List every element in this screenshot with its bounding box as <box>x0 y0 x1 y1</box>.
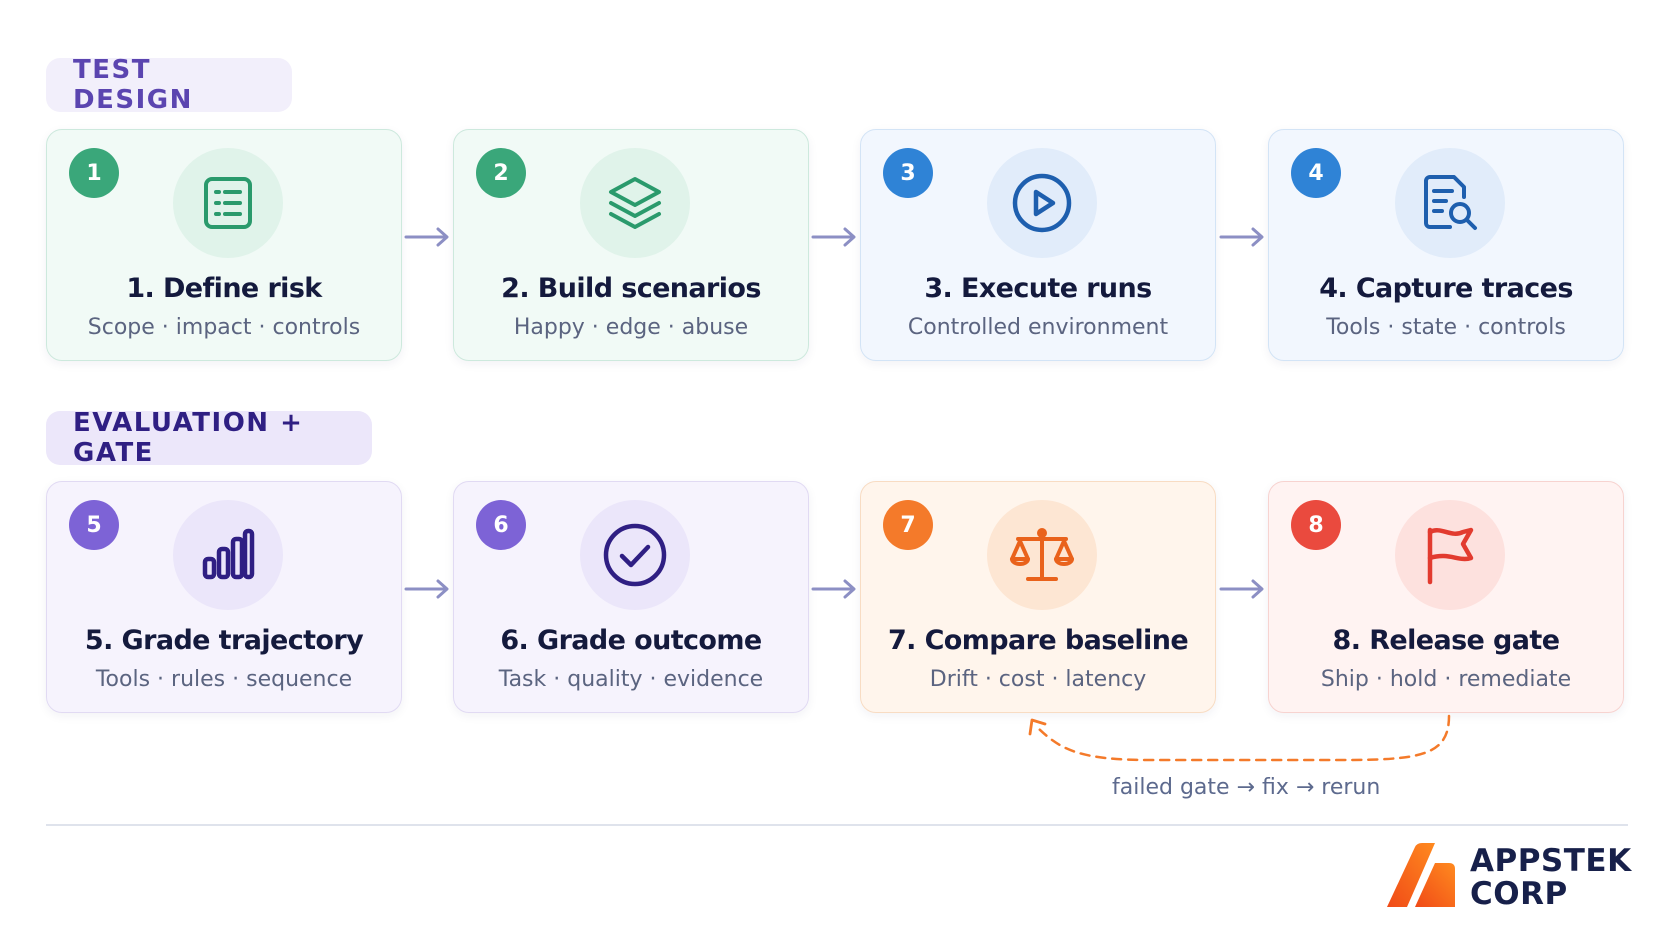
step-title: 7. Compare baseline <box>887 625 1189 656</box>
step-badge: 7 <box>883 500 933 550</box>
step-subtitle: Tools · state · controls <box>1326 315 1566 340</box>
scales-icon <box>987 500 1097 610</box>
step-subtitle: Controlled environment <box>907 315 1169 340</box>
step-card-release-gate: 8 8. Release gate Ship · hold · remediat… <box>1268 481 1624 713</box>
step-subtitle: Ship · hold · remediate <box>1320 667 1572 692</box>
step-subtitle: Happy · edge · abuse <box>513 315 749 340</box>
step-badge: 1 <box>69 148 119 198</box>
step-badge: 2 <box>476 148 526 198</box>
step-subtitle: Task · quality · evidence <box>498 667 764 692</box>
flow-arrow-icon <box>404 579 449 599</box>
step-subtitle: Drift · cost · latency <box>929 667 1147 692</box>
logo-line-1: APPSTEK <box>1470 843 1632 879</box>
flow-arrow-icon <box>811 579 856 599</box>
step-badge: 5 <box>69 500 119 550</box>
section-label-evaluation-gate: EVALUATION + GATE <box>46 408 372 468</box>
check-circle-icon <box>580 500 690 610</box>
step-subtitle: Tools · rules · sequence <box>95 667 353 692</box>
logo-line-2: CORP <box>1470 876 1568 912</box>
step-title: 4. Capture traces <box>1319 273 1573 304</box>
feedback-loop-label: failed gate → fix → rerun <box>1112 775 1381 800</box>
flow-arrow-icon <box>1219 227 1264 247</box>
step-title: 2. Build scenarios <box>501 273 761 304</box>
step-badge: 6 <box>476 500 526 550</box>
step-title: 5. Grade trajectory <box>84 625 364 656</box>
step-card-build-scenarios: 2 2. Build scenarios Happy · edge · abus… <box>453 129 809 361</box>
step-title: 8. Release gate <box>1332 625 1560 656</box>
step-title: 1. Define risk <box>126 273 322 304</box>
step-badge: 8 <box>1291 500 1341 550</box>
flow-arrow-icon <box>404 227 449 247</box>
step-card-define-risk: 1 1. Define risk Scope · impact · contro… <box>46 129 402 361</box>
layers-icon <box>580 148 690 258</box>
divider <box>46 824 1628 826</box>
flag-icon <box>1395 500 1505 610</box>
step-title: 6. Grade outcome <box>500 625 762 656</box>
play-icon <box>987 148 1097 258</box>
feedback-loop-arrow-icon <box>1028 714 1451 762</box>
flow-arrow-icon <box>811 227 856 247</box>
bar-chart-icon <box>173 500 283 610</box>
step-card-grade-trajectory: 5 5. Grade trajectory Tools · rules · se… <box>46 481 402 713</box>
step-card-compare-baseline: 7 7. Compare baseline Drift · cost · lat… <box>860 481 1216 713</box>
step-card-grade-outcome: 6 6. Grade outcome Task · quality · evid… <box>453 481 809 713</box>
appstek-logo-mark <box>1387 843 1455 907</box>
appstek-logo-text: APPSTEK CORP <box>1470 845 1632 911</box>
step-badge: 3 <box>883 148 933 198</box>
step-card-capture-traces: 4 4. Capture traces Tools · state · cont… <box>1268 129 1624 361</box>
document-search-icon <box>1395 148 1505 258</box>
document-list-icon <box>173 148 283 258</box>
step-title: 3. Execute runs <box>924 273 1152 304</box>
section-label-test-design: TEST DESIGN <box>46 55 292 115</box>
step-subtitle: Scope · impact · controls <box>87 315 361 340</box>
flow-arrow-icon <box>1219 579 1264 599</box>
step-badge: 4 <box>1291 148 1341 198</box>
step-card-execute-runs: 3 3. Execute runs Controlled environment <box>860 129 1216 361</box>
